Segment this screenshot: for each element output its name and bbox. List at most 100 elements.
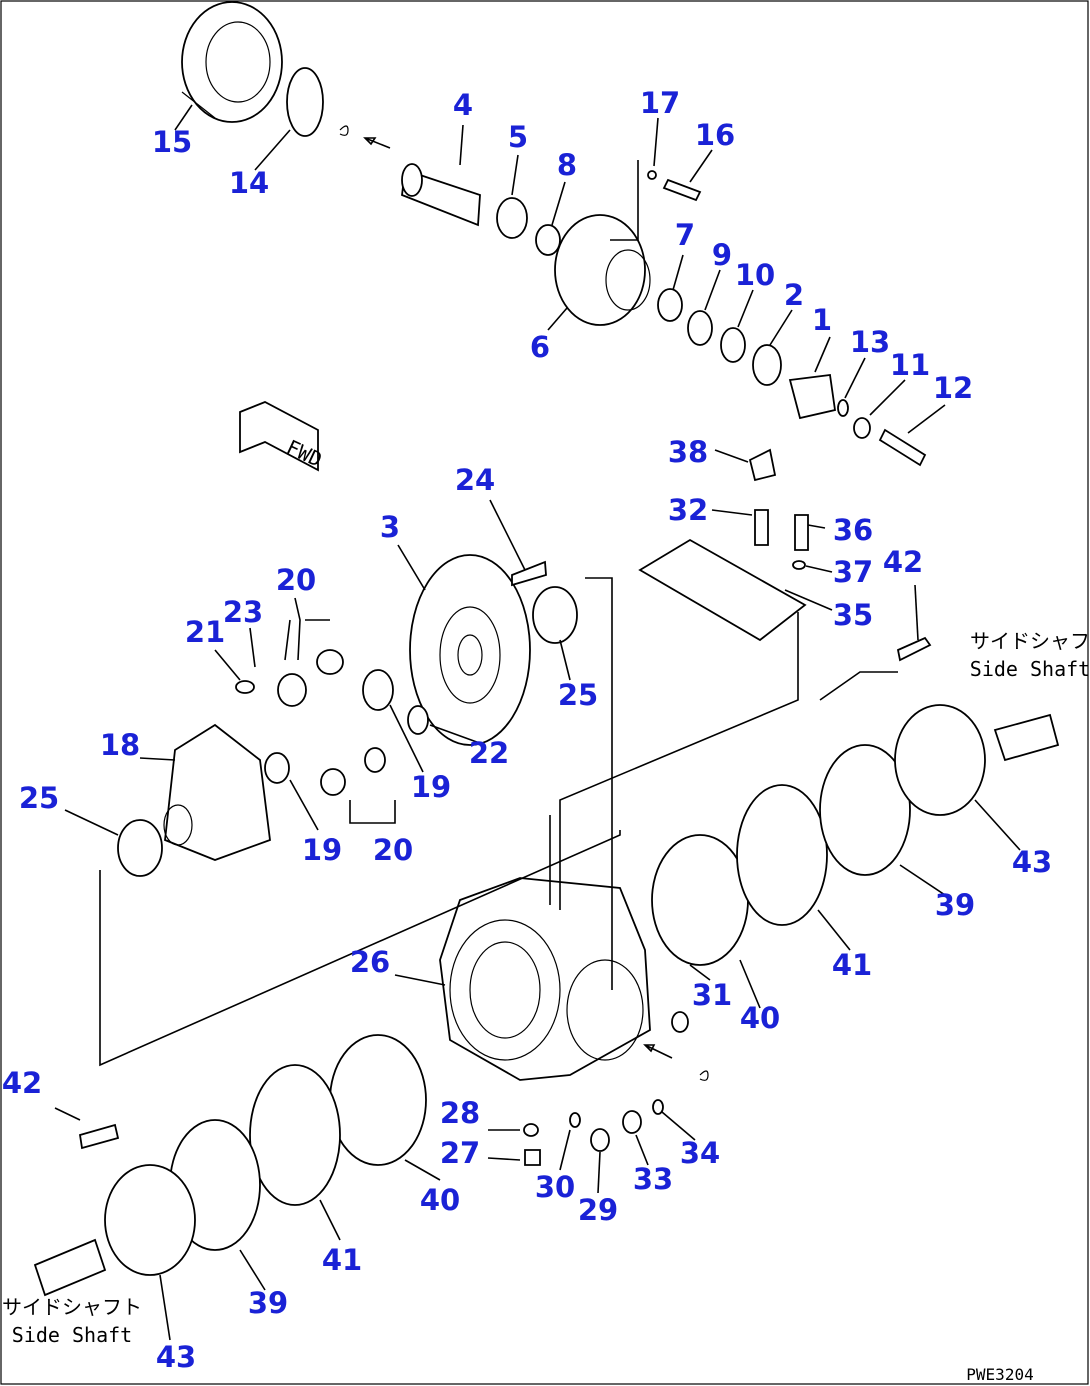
- bolt-16: [662, 178, 702, 202]
- bolt-12: [878, 428, 927, 467]
- o-ring-43-right: [894, 704, 986, 816]
- callout-8: 8: [557, 148, 577, 182]
- side-shaft-en-left: Side Shaft: [12, 1323, 132, 1347]
- bearing-7: [657, 288, 683, 322]
- pinion-20-lower-a: [320, 768, 346, 796]
- coupling-1: [788, 373, 837, 420]
- callout-5: 5: [508, 120, 528, 154]
- callout-40-right: 40: [740, 1001, 780, 1035]
- side-shaft-left: [33, 1238, 107, 1297]
- callout-29: 29: [578, 1193, 618, 1227]
- side-shaft-right: [993, 713, 1060, 762]
- callout-20-lower: 20: [373, 833, 413, 867]
- callout-3: 3: [380, 510, 400, 544]
- callout-30: 30: [535, 1170, 575, 1204]
- callout-13: 13: [850, 325, 890, 359]
- bolt-31: [671, 1011, 689, 1033]
- plug-29: [590, 1128, 610, 1152]
- callout-42-left: 42: [2, 1066, 42, 1100]
- plug-33: [622, 1110, 642, 1134]
- seal-10: [720, 327, 746, 363]
- bolt-36: [794, 514, 809, 551]
- callout-36: 36: [833, 513, 873, 547]
- plug-28: [523, 1123, 539, 1137]
- callout-40-left: 40: [420, 1183, 460, 1217]
- callout-7: 7: [675, 218, 695, 252]
- callout-25-upper: 25: [558, 678, 598, 712]
- callout-42-right: 42: [883, 545, 923, 579]
- callout-31: 31: [692, 978, 732, 1012]
- plug-27: [524, 1149, 541, 1166]
- callout-38: 38: [668, 435, 708, 469]
- callout-labels: 1 2 3 4 5 6 7 8 9 10 11 12 13 14 15 16 1…: [2, 86, 1052, 1374]
- pinion-20-upper: [316, 649, 344, 675]
- side-gear-19-lower: [264, 752, 290, 784]
- callout-25-lower: 25: [19, 781, 59, 815]
- bearing-25-upper: [532, 586, 578, 644]
- gasket-41-right: [736, 784, 828, 926]
- ring-gear-3: [409, 554, 531, 746]
- callout-4: 4: [453, 88, 473, 122]
- callout-41-right: 41: [832, 948, 872, 982]
- callout-11: 11: [890, 348, 930, 382]
- brake-discs-31: [651, 834, 749, 966]
- callout-19-upper: 19: [411, 770, 451, 804]
- pin-21: [235, 680, 255, 694]
- callout-20-upper: 20: [276, 563, 316, 597]
- seal-2: [752, 344, 782, 386]
- washer-11: [853, 417, 871, 439]
- callout-37: 37: [833, 555, 873, 589]
- diff-case-18: [163, 723, 271, 861]
- callout-39-right: 39: [935, 888, 975, 922]
- spacer-8: [535, 224, 561, 256]
- callout-17: 17: [640, 86, 680, 120]
- pinion-20-lower-b: [364, 747, 386, 773]
- elbow-38: [748, 448, 777, 482]
- washer-17: [647, 170, 657, 180]
- bolt-24: [511, 560, 547, 587]
- cover-15: [181, 1, 283, 123]
- callout-24: 24: [455, 463, 495, 497]
- callout-2: 2: [784, 278, 804, 312]
- cage-6: [554, 214, 651, 326]
- side-shaft-jp-left: サイドシャフト: [2, 1295, 142, 1319]
- o-ring-13: [837, 399, 849, 417]
- callout-14: 14: [229, 166, 269, 200]
- o-ring-34: [652, 1099, 664, 1115]
- callout-32: 32: [668, 493, 708, 527]
- callout-27: 27: [440, 1136, 480, 1170]
- callout-23: 23: [223, 595, 263, 629]
- cover-39-right: [819, 744, 911, 876]
- callout-41-left: 41: [322, 1243, 362, 1277]
- callout-10: 10: [735, 258, 775, 292]
- callout-35: 35: [833, 598, 873, 632]
- o-ring-43-left: [104, 1164, 196, 1276]
- callout-43-left: 43: [156, 1340, 196, 1374]
- callout-43-right: 43: [1012, 845, 1052, 879]
- callout-18: 18: [100, 728, 140, 762]
- bearing-25-lower: [117, 819, 163, 877]
- drawing-code: PWE3204: [966, 1365, 1033, 1384]
- bolt-42-left: [78, 1123, 120, 1150]
- callout-39-left: 39: [248, 1286, 288, 1320]
- ref-mark-a: [339, 125, 349, 136]
- breather-32: [754, 509, 769, 546]
- gasket-41-left: [249, 1064, 341, 1206]
- arrow-shaft: [363, 137, 391, 149]
- side-shaft-jp-right: サイドシャフト: [970, 629, 1090, 653]
- o-ring-30: [569, 1112, 581, 1128]
- callout-6: 6: [530, 330, 550, 364]
- washer-22: [407, 705, 429, 735]
- arrow-housing: [643, 1044, 673, 1059]
- spider-23: [277, 673, 307, 707]
- side-shaft-en-right: Side Shaft: [970, 657, 1090, 681]
- pinion-shaft-4: [401, 163, 481, 227]
- brake-discs-27: [329, 1034, 427, 1166]
- cover-35: [638, 538, 807, 642]
- ref-mark-b: [699, 1070, 709, 1081]
- leader-lines: [54, 104, 1021, 1341]
- callout-1: 1: [812, 303, 832, 337]
